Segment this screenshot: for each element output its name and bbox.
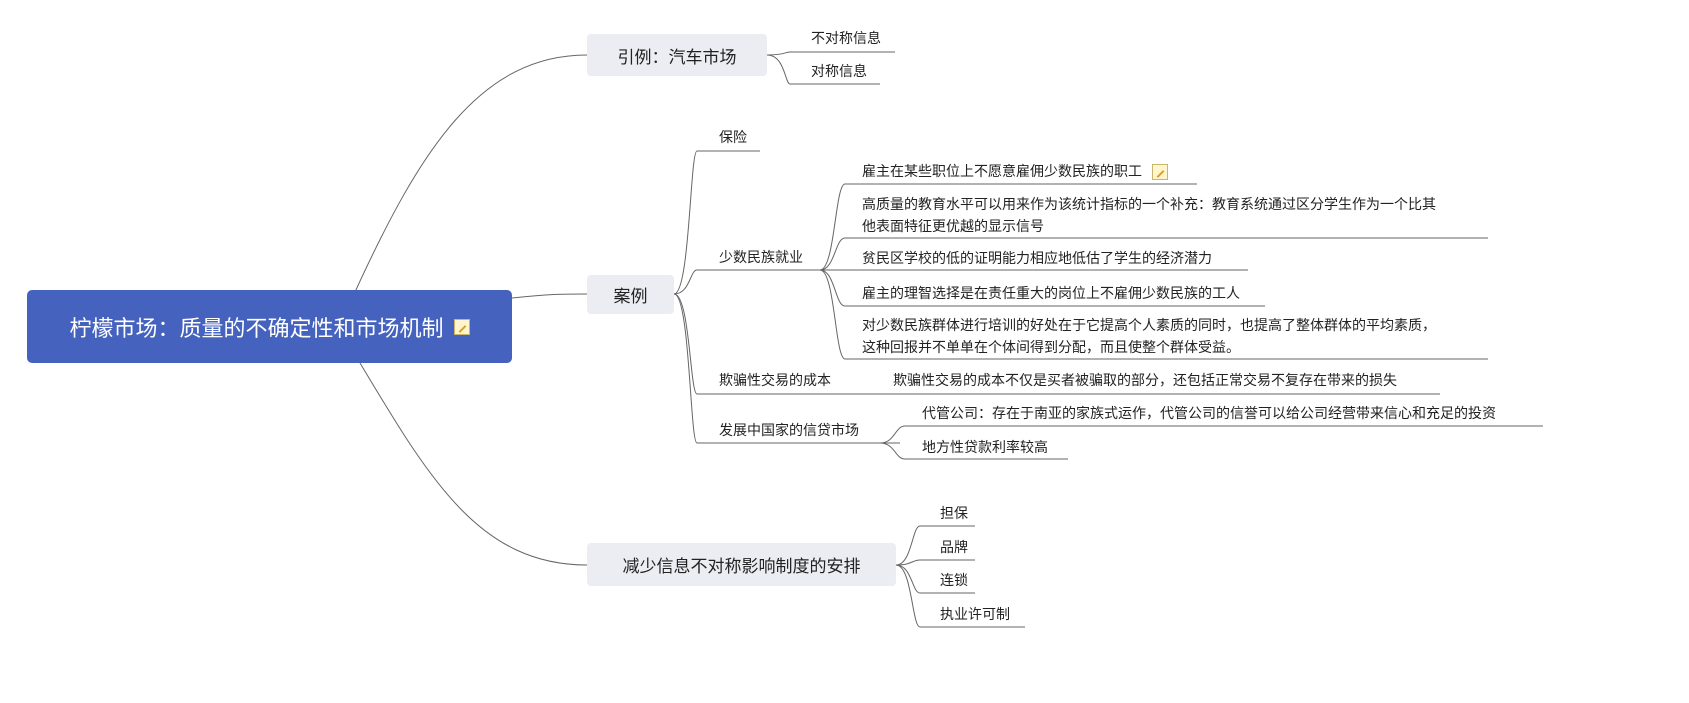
leaf[interactable]: 对少数民族群体进行培训的好处在于它提高个人素质的同时，也提高了整体群体的平均素质… [862, 315, 1436, 359]
branch-institutions[interactable]: 减少信息不对称影响制度的安排 [587, 543, 896, 586]
subtopic-insurance[interactable]: 保险 [719, 130, 747, 146]
leaf[interactable]: 高质量的教育水平可以用来作为该统计指标的一个补充：教育系统通过区分学生作为一个比… [862, 194, 1436, 238]
subtopic-credit-market[interactable]: 发展中国家的信贷市场 [719, 423, 859, 439]
subtopic-minority-employment[interactable]: 少数民族就业 [719, 250, 803, 266]
leaf[interactable]: 代管公司：存在于南亚的家族式运作，代管公司的信誉可以给公司经营带来信心和充足的投… [922, 406, 1496, 422]
branch-intro[interactable]: 引例：汽车市场 [587, 34, 767, 76]
root-topic[interactable]: 柠檬市场：质量的不确定性和市场机制 [27, 290, 512, 363]
leaf-line: 他表面特征更优越的显示信号 [862, 219, 1044, 235]
note-icon[interactable] [1152, 164, 1169, 180]
leaf-line: 对少数民族群体进行培训的好处在于它提高个人素质的同时，也提高了整体群体的平均素质… [862, 318, 1436, 334]
branch-label: 减少信息不对称影响制度的安排 [622, 557, 861, 577]
leaf[interactable]: 担保 [940, 506, 968, 522]
branch-label: 案例 [613, 287, 648, 307]
leaf-line: 这种回报并不单单在个体间得到分配，而且使整个群体受益。 [862, 340, 1240, 356]
leaf[interactable]: 雇主在某些职位上不愿意雇佣少数民族的职工 [862, 161, 1169, 183]
leaf[interactable]: 品牌 [940, 540, 968, 556]
leaf[interactable]: 贫民区学校的低的证明能力相应地低估了学生的经济潜力 [862, 251, 1212, 267]
leaf[interactable]: 地方性贷款利率较高 [922, 440, 1048, 456]
leaf[interactable]: 对称信息 [811, 64, 867, 80]
leaf[interactable]: 执业许可制 [940, 607, 1010, 623]
note-icon[interactable] [453, 318, 470, 335]
subtopic-fraud-cost[interactable]: 欺骗性交易的成本 [719, 373, 831, 389]
leaf-text: 雇主在某些职位上不愿意雇佣少数民族的职工 [862, 164, 1142, 180]
leaf-line: 高质量的教育水平可以用来作为该统计指标的一个补充：教育系统通过区分学生作为一个比… [862, 197, 1436, 213]
leaf[interactable]: 连锁 [940, 573, 968, 589]
branch-cases[interactable]: 案例 [587, 275, 674, 314]
branch-label: 引例：汽车市场 [617, 47, 737, 68]
leaf[interactable]: 欺骗性交易的成本不仅是买者被骗取的部分，还包括正常交易不复存在带来的损失 [893, 373, 1397, 389]
leaf[interactable]: 雇主的理智选择是在责任重大的岗位上不雇佣少数民族的工人 [862, 286, 1240, 302]
root-title: 柠檬市场：质量的不确定性和市场机制 [69, 316, 444, 342]
leaf[interactable]: 不对称信息 [811, 31, 881, 47]
